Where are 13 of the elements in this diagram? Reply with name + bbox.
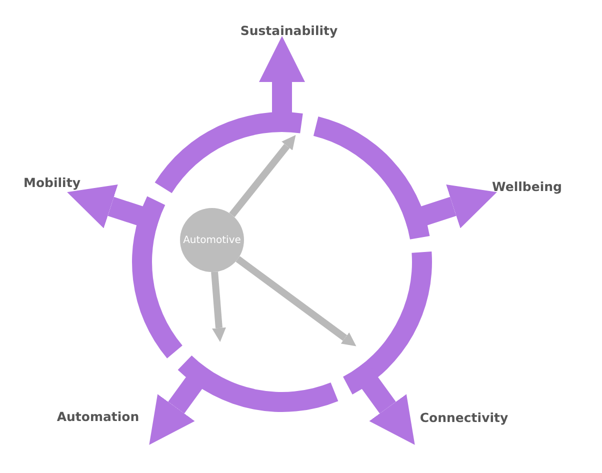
hub-circle: Automotive bbox=[180, 208, 244, 272]
arrow bbox=[67, 184, 162, 232]
arrow bbox=[149, 361, 214, 445]
arrow bbox=[211, 272, 226, 342]
category-label: Automation bbox=[56, 408, 140, 424]
category-label: Connectivity bbox=[420, 410, 508, 424]
arrow bbox=[402, 184, 497, 232]
arrow bbox=[236, 256, 356, 346]
arrow bbox=[229, 135, 296, 218]
category-label: Sustainability bbox=[240, 22, 338, 38]
arrow bbox=[350, 361, 415, 445]
category-label: Mobility bbox=[24, 174, 80, 190]
category-label: Wellbeing bbox=[492, 178, 562, 194]
